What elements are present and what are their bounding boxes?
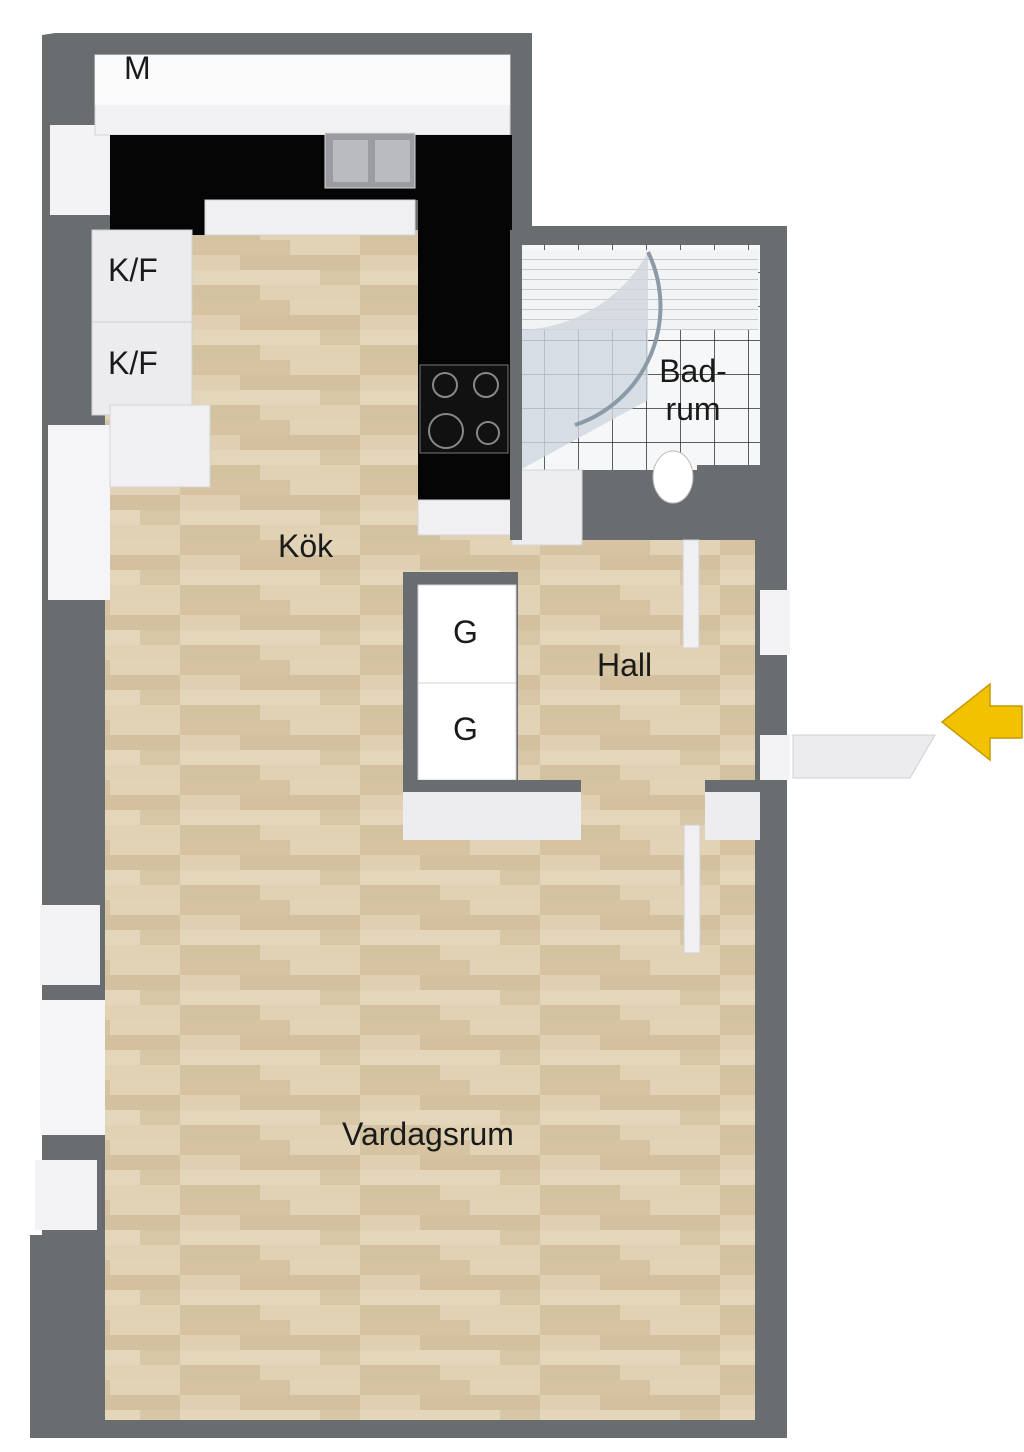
room-label-kitchen: Kök (278, 528, 334, 564)
fridge-freezer-label-1: K/F (108, 252, 158, 288)
partition-wall (403, 780, 765, 840)
wardrobe-label-1: G (453, 614, 478, 650)
room-label-bathroom-line2: rum (665, 391, 721, 427)
sink-icon (324, 132, 416, 189)
microwave-label: M (124, 50, 151, 86)
stove-icon (419, 364, 509, 454)
wardrobe-label-2: G (453, 711, 478, 747)
doors (682, 539, 790, 954)
bathroom (511, 245, 762, 546)
bathroom-wall (510, 240, 522, 540)
kitchen-counter (110, 135, 512, 500)
fridge-freezer-label-2: K/F (108, 345, 158, 381)
windows (35, 125, 110, 1230)
tall-cabinet (109, 404, 211, 488)
lower-cabinets (204, 199, 416, 236)
room-label-living: Vardagsrum (342, 1116, 514, 1152)
room-label-bathroom-line1: Bad- (659, 353, 727, 389)
toilet-icon (652, 450, 694, 504)
wardrobe-island (403, 572, 518, 787)
arrow-left-icon (940, 682, 1023, 762)
room-label-hall: Hall (597, 647, 653, 683)
entrance-door (792, 734, 936, 779)
microwave-shelf (95, 55, 510, 105)
lower-cabinets-2 (417, 499, 513, 536)
room-label-bathroom: Bad- rum (648, 352, 738, 428)
